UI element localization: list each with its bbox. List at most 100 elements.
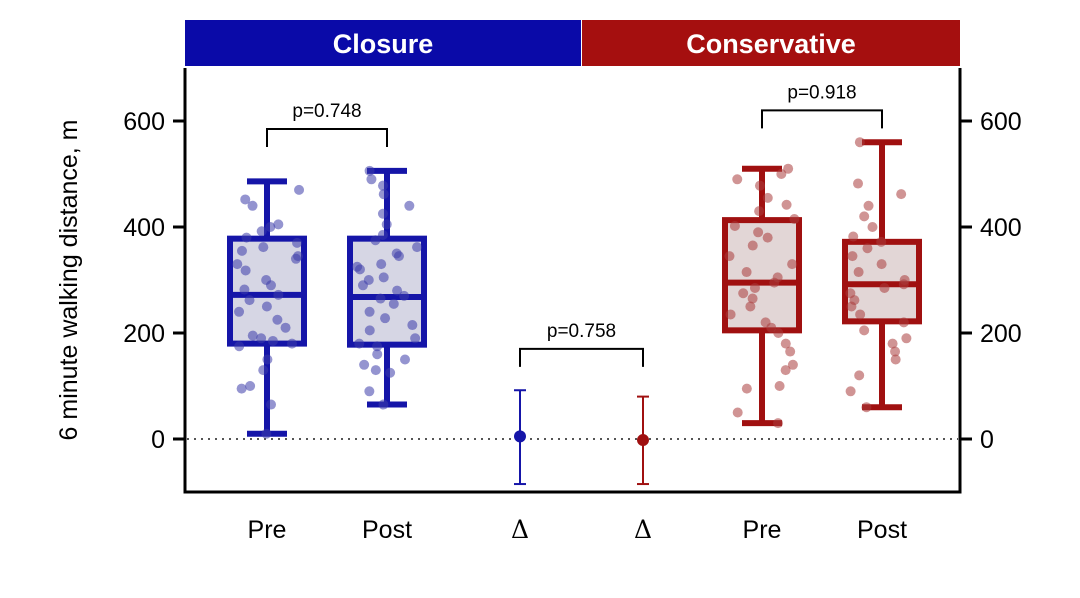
data-point xyxy=(754,206,765,217)
data-point xyxy=(879,282,890,293)
data-point xyxy=(232,259,243,270)
data-point xyxy=(762,192,773,203)
right-y-tick-label: 400 xyxy=(980,214,1022,242)
p-value-label: p=0.748 xyxy=(292,101,361,122)
data-point xyxy=(236,245,247,256)
bracket-line xyxy=(761,109,883,129)
delta-errorbar xyxy=(637,395,649,486)
x-tick-label: Post xyxy=(857,516,907,544)
data-point xyxy=(240,265,251,276)
data-point xyxy=(867,222,878,232)
data-point xyxy=(364,325,375,336)
data-point xyxy=(747,240,758,251)
data-point xyxy=(725,309,736,320)
data-point xyxy=(862,243,873,254)
data-point xyxy=(745,301,756,312)
right-y-tick-label: 600 xyxy=(980,108,1022,136)
data-point xyxy=(366,174,377,185)
data-point xyxy=(256,333,267,344)
data-point xyxy=(781,199,792,210)
data-point xyxy=(240,194,251,205)
data-point xyxy=(363,275,374,285)
data-point xyxy=(364,165,375,176)
data-point xyxy=(404,200,415,211)
data-point xyxy=(272,314,283,325)
x-tick-label: Δ xyxy=(634,515,652,544)
box-plot xyxy=(227,178,307,439)
data-point xyxy=(407,320,418,331)
data-point xyxy=(375,293,386,304)
data-point xyxy=(854,370,865,381)
data-point xyxy=(262,354,273,365)
data-point xyxy=(400,354,411,365)
data-point xyxy=(258,365,269,376)
data-point xyxy=(377,229,388,240)
data-point xyxy=(241,232,252,243)
data-point xyxy=(863,200,874,211)
data-point xyxy=(273,289,284,300)
data-point xyxy=(741,383,752,394)
data-point xyxy=(378,189,389,200)
data-point xyxy=(391,248,402,259)
data-point xyxy=(890,354,901,365)
data-point xyxy=(244,295,255,306)
data-point xyxy=(261,301,272,312)
data-point xyxy=(741,267,752,278)
left-y-tick-label: 600 xyxy=(123,108,165,136)
data-point xyxy=(845,386,856,397)
data-point xyxy=(754,180,765,191)
x-tick-label: Pre xyxy=(743,516,782,544)
data-point xyxy=(789,214,800,225)
data-point xyxy=(294,184,305,195)
delta-errorbar xyxy=(514,389,526,486)
iqr-box xyxy=(722,217,802,334)
data-point xyxy=(785,346,796,357)
data-point xyxy=(280,322,291,333)
data-point xyxy=(762,232,773,243)
data-point xyxy=(292,237,303,248)
data-point xyxy=(385,367,396,378)
data-point xyxy=(364,306,375,317)
data-point xyxy=(760,317,771,328)
data-point xyxy=(899,275,910,285)
data-point xyxy=(890,346,901,357)
data-point xyxy=(896,189,907,200)
data-point xyxy=(412,242,423,253)
data-point xyxy=(359,359,370,370)
delta-mean-point xyxy=(637,434,649,447)
data-point xyxy=(749,282,760,293)
data-point xyxy=(378,272,389,283)
significance-bracket: p=0.748 xyxy=(266,101,388,147)
data-point xyxy=(236,383,247,394)
data-point xyxy=(239,284,250,295)
data-point xyxy=(732,407,743,418)
data-point xyxy=(247,200,258,211)
data-point xyxy=(859,211,870,222)
data-point xyxy=(287,338,298,349)
data-point xyxy=(352,261,363,272)
data-point xyxy=(848,231,859,242)
data-point xyxy=(772,272,783,283)
data-point xyxy=(261,428,272,439)
data-point xyxy=(773,328,784,338)
data-point xyxy=(256,226,267,237)
data-point xyxy=(399,290,410,301)
data-point xyxy=(372,341,383,352)
data-point xyxy=(247,330,258,341)
data-point xyxy=(847,251,858,262)
data-point xyxy=(738,288,749,299)
data-point xyxy=(293,251,304,262)
data-point xyxy=(234,306,245,317)
data-point xyxy=(773,418,784,429)
data-point xyxy=(787,259,798,270)
data-point xyxy=(392,285,403,296)
data-point xyxy=(266,399,277,410)
data-point xyxy=(372,349,383,360)
data-point xyxy=(776,169,787,179)
p-value-label: p=0.918 xyxy=(787,82,856,103)
data-point xyxy=(729,220,740,231)
